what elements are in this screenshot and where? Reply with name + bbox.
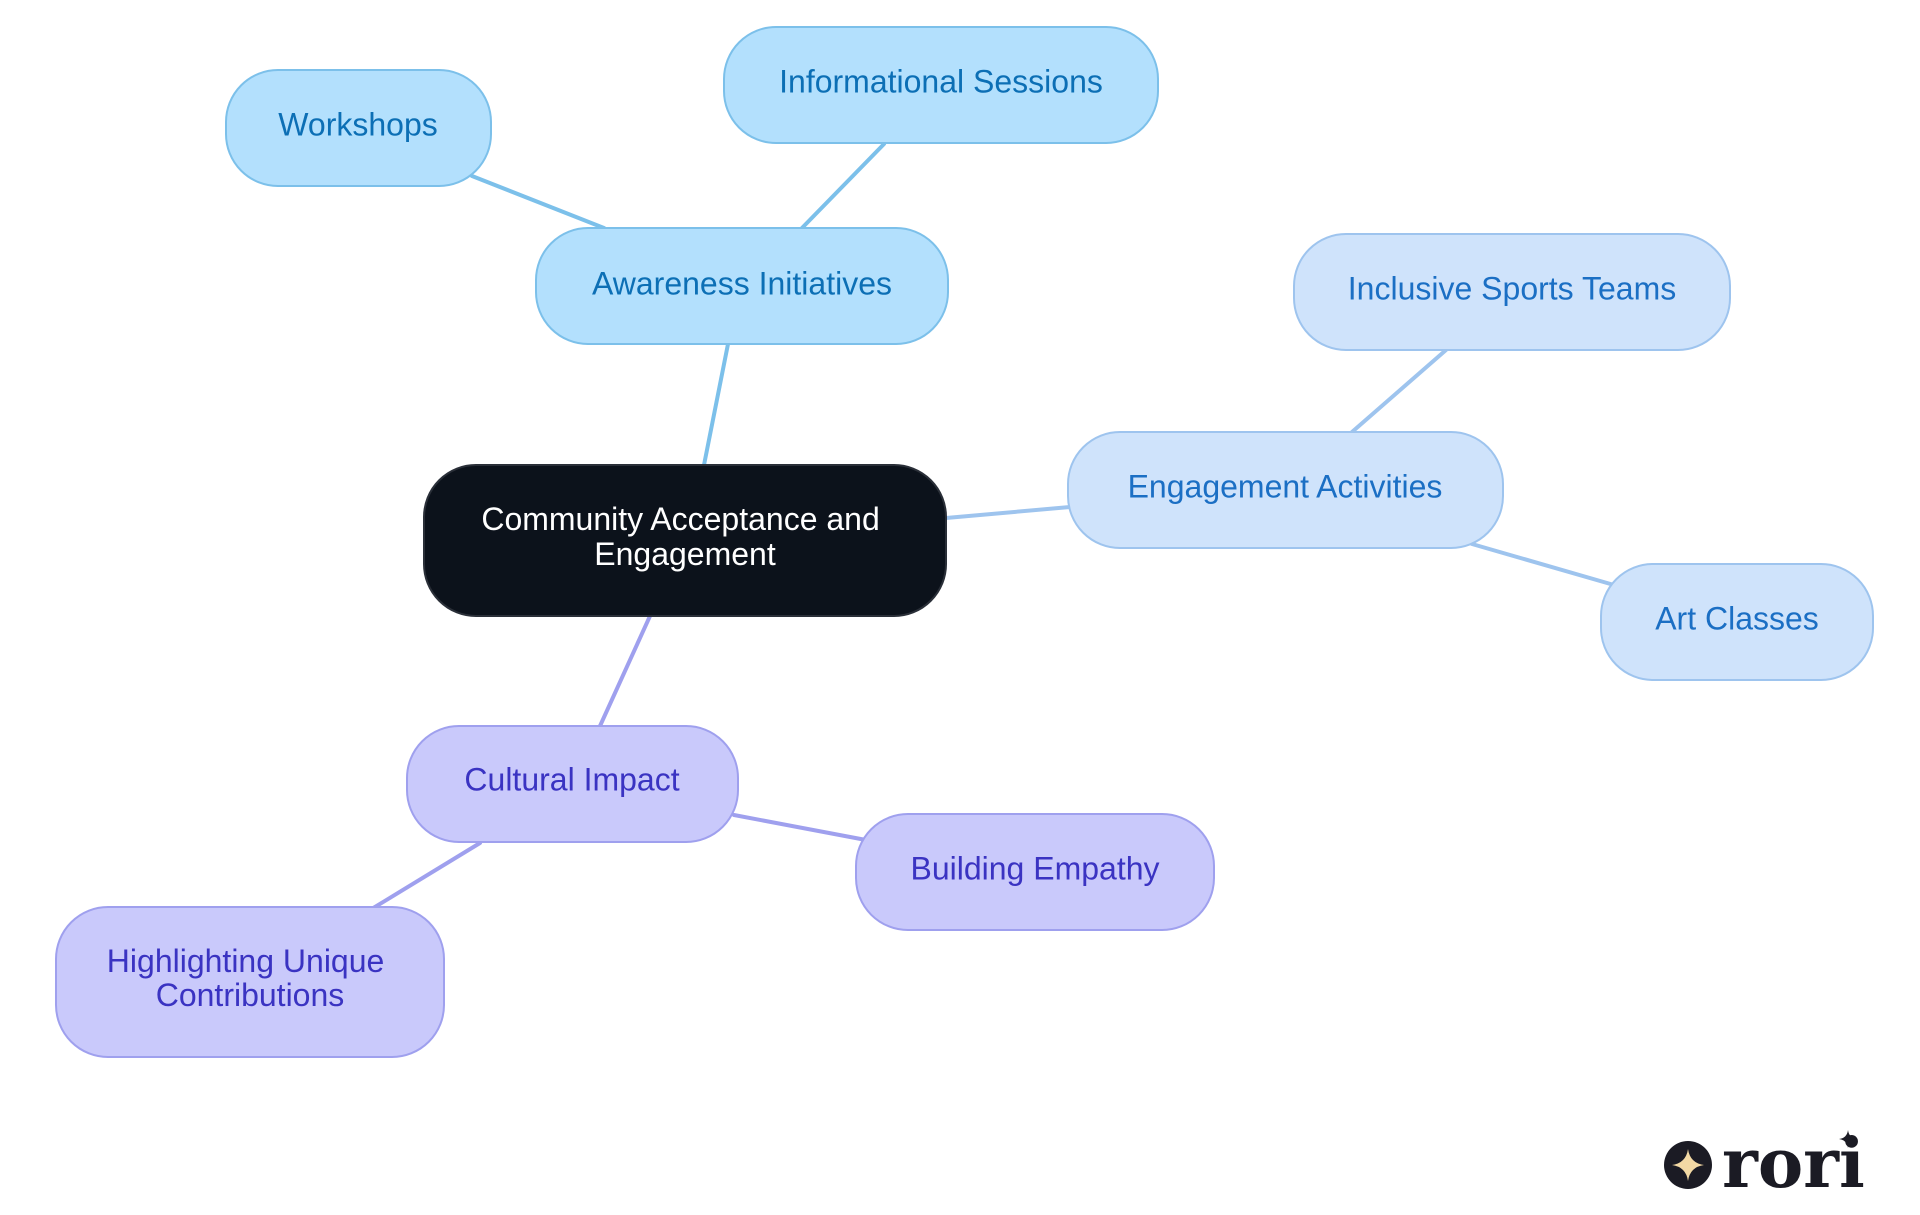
- connector-awareness-workshops: [470, 174, 606, 230]
- node-engagement-activities[interactable]: Engagement Activities: [1067, 431, 1504, 549]
- node-workshops[interactable]: Workshops: [225, 69, 492, 187]
- connector-root-awareness: [702, 342, 730, 467]
- root-node-label: Community Acceptance and Engagement: [481, 501, 888, 572]
- connector-engagement-art: [1470, 542, 1616, 587]
- art-classes-label: Art Classes: [1655, 600, 1819, 636]
- node-cultural-impact[interactable]: Cultural Impact: [406, 725, 739, 843]
- node-building-empathy[interactable]: Building Empathy: [855, 813, 1215, 931]
- node-highlighting-unique-contributions[interactable]: Highlighting Unique Contributions: [55, 906, 445, 1058]
- node-awareness-initiatives[interactable]: Awareness Initiatives: [535, 227, 949, 345]
- root-node[interactable]: Community Acceptance and Engagement: [423, 464, 947, 617]
- workshops-label: Workshops: [278, 106, 437, 142]
- logo-star-icon: [1839, 1130, 1857, 1148]
- connector-root-engagement: [944, 505, 1072, 520]
- sparkle-icon: [1672, 1149, 1704, 1181]
- root-label-line-2: Engagement: [594, 536, 776, 572]
- connector-cultural-empathy: [732, 813, 868, 842]
- connector-cultural-contributions: [368, 841, 482, 912]
- logo-wordmark: rori: [1722, 1124, 1865, 1204]
- engagement-activities-label: Engagement Activities: [1128, 468, 1443, 504]
- connectors: [368, 142, 1616, 912]
- root-label-line-1: Community Acceptance and: [481, 501, 879, 537]
- contributions-label-line-1: Highlighting Unique: [107, 943, 385, 979]
- cultural-impact-label: Cultural Impact: [464, 761, 679, 797]
- node-art-classes[interactable]: Art Classes: [1600, 563, 1874, 681]
- contributions-label-line-2: Contributions: [156, 977, 345, 1013]
- building-empathy-label: Building Empathy: [910, 850, 1159, 886]
- inclusive-sports-teams-label: Inclusive Sports Teams: [1348, 270, 1676, 306]
- highlighting-unique-contributions-label: Highlighting Unique Contributions: [107, 943, 393, 1013]
- informational-sessions-label: Informational Sessions: [779, 63, 1103, 99]
- node-informational-sessions[interactable]: Informational Sessions: [723, 26, 1159, 144]
- rori-logo: rori: [1664, 1124, 1865, 1204]
- connector-root-cultural: [598, 614, 652, 728]
- connector-engagement-sports: [1350, 348, 1448, 434]
- awareness-initiatives-label: Awareness Initiatives: [592, 265, 892, 301]
- node-inclusive-sports-teams[interactable]: Inclusive Sports Teams: [1293, 233, 1731, 351]
- connector-awareness-informational: [800, 142, 886, 230]
